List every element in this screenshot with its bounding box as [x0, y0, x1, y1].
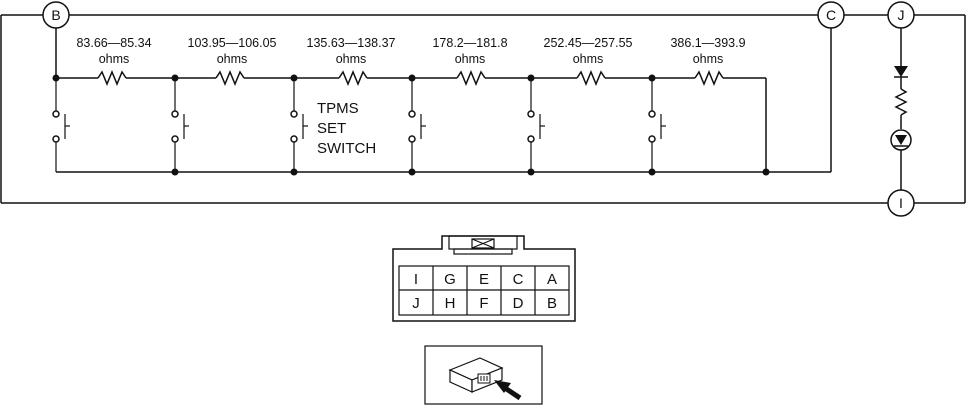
resistor-5-unit: ohms: [573, 52, 604, 66]
resistor-5-value: 252.45—257.55: [544, 36, 633, 50]
switch-6: [648, 78, 666, 172]
terminal-b-label: B: [51, 7, 60, 23]
resistor-labels: 83.66—85.34 ohms 103.95—106.05 ohms 135.…: [76, 36, 745, 66]
pin-label: G: [444, 271, 456, 288]
switch-3: [290, 78, 308, 172]
resistor-1-value: 83.66—85.34: [76, 36, 151, 50]
switch-2: [171, 78, 189, 172]
pin-label: C: [513, 271, 524, 288]
outer-frame: [0, 14, 966, 204]
inset-frame: [424, 345, 543, 405]
terminal-j-label: J: [898, 7, 905, 23]
switch-4: [408, 78, 426, 172]
pin-label: D: [513, 295, 524, 312]
terminal-c: C: [817, 1, 845, 29]
ground-bus: [56, 28, 832, 173]
diode-symbol: [894, 66, 908, 77]
junction-dots: [52, 74, 770, 176]
pin-label: A: [547, 271, 557, 288]
resistor-1-unit: ohms: [99, 52, 130, 66]
switch-1: [52, 78, 70, 172]
switch-label-line-1: TPMS: [317, 100, 359, 117]
resistor-4-value: 178.2—181.8: [432, 36, 507, 50]
pin-label: I: [414, 271, 418, 288]
resistor-4-unit: ohms: [455, 52, 486, 66]
terminal-b: B: [42, 1, 70, 29]
terminal-j: J: [887, 1, 915, 29]
connector-3d-icon: [448, 357, 504, 393]
resistor-6-value: 386.1—393.9: [670, 36, 745, 50]
junction-dot: [762, 168, 770, 176]
connector-latch-base: [453, 248, 513, 255]
pin-label: B: [547, 295, 557, 312]
connector-face: I G E C A J H F D B: [392, 235, 576, 322]
pin-label: H: [445, 295, 456, 312]
terminal-c-label: C: [826, 7, 836, 23]
resistor-2-value: 103.95—106.05: [188, 36, 277, 50]
resistor-3-value: 135.63—138.37: [307, 36, 396, 50]
switch-5: [527, 78, 545, 172]
resistor-6-unit: ohms: [693, 52, 724, 66]
switch-label-line-2: SET: [317, 120, 346, 137]
indicator-resistor: [894, 88, 908, 116]
switch-label-line-3: SWITCH: [317, 140, 376, 157]
pin-label: F: [479, 295, 488, 312]
terminal-i: I: [887, 189, 915, 217]
connector-housing: [392, 235, 576, 322]
view-direction-inset: [424, 345, 543, 405]
switch-name-label: TPMS SET SWITCH: [317, 100, 376, 157]
resistor-3-unit: ohms: [336, 52, 367, 66]
resistor-bus: [55, 28, 767, 172]
resistor-2-unit: ohms: [217, 52, 248, 66]
view-arrow-icon: [494, 380, 522, 401]
connector-latch: [448, 235, 518, 250]
lock-tab-icon: [471, 238, 495, 249]
pin-label: E: [479, 271, 489, 288]
terminal-i-label: I: [899, 195, 903, 211]
pin-label: J: [412, 295, 420, 312]
indicator-circuit: [890, 28, 912, 190]
